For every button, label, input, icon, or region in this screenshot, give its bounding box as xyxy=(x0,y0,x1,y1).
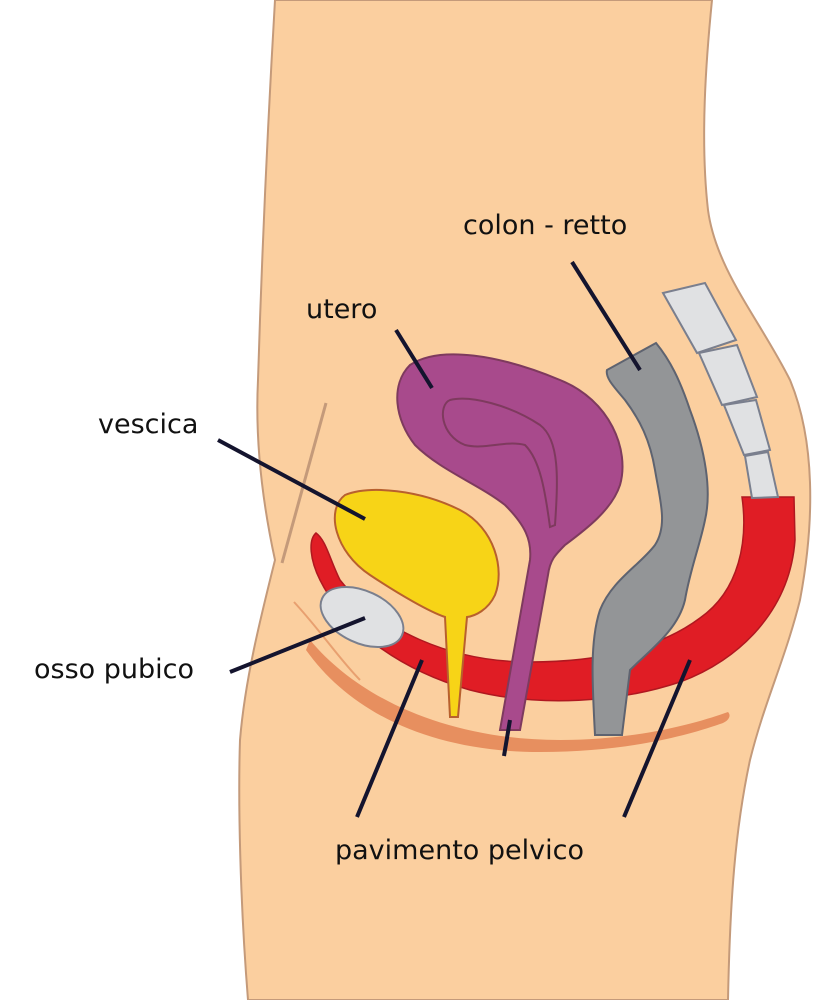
pubic-bone xyxy=(319,585,405,649)
vertebra-2 xyxy=(697,343,759,407)
label-osso-pubico: osso pubico xyxy=(34,654,194,685)
label-pavimento-pelvico: pavimento pelvico xyxy=(335,835,584,866)
label-colon-retto: colon - retto xyxy=(463,210,627,241)
leader-pelvic-floor-center xyxy=(502,719,512,757)
leader-colon-retto xyxy=(570,260,642,372)
leader-vescica xyxy=(217,438,366,521)
label-vescica: vescica xyxy=(98,409,198,440)
leader-lines xyxy=(217,260,692,818)
leader-utero xyxy=(394,328,434,390)
sacrum-vertebrae xyxy=(661,281,780,500)
perineum-band xyxy=(306,640,730,752)
abdominal-crease xyxy=(280,402,328,564)
label-utero: utero xyxy=(306,294,377,325)
vertebra-1 xyxy=(661,281,738,355)
vertebra-4 xyxy=(743,450,780,500)
pelvic-floor-muscle xyxy=(310,496,796,702)
uterine-cavity xyxy=(442,397,558,529)
vertebra-3 xyxy=(722,398,772,457)
groin-crease xyxy=(293,601,361,681)
colon-rectum xyxy=(591,341,709,736)
leader-osso-pubico xyxy=(229,616,366,674)
bladder xyxy=(333,489,500,718)
uterus xyxy=(396,353,624,731)
leader-pelvic-floor-right xyxy=(622,659,692,818)
leader-pelvic-floor-left xyxy=(355,659,424,818)
